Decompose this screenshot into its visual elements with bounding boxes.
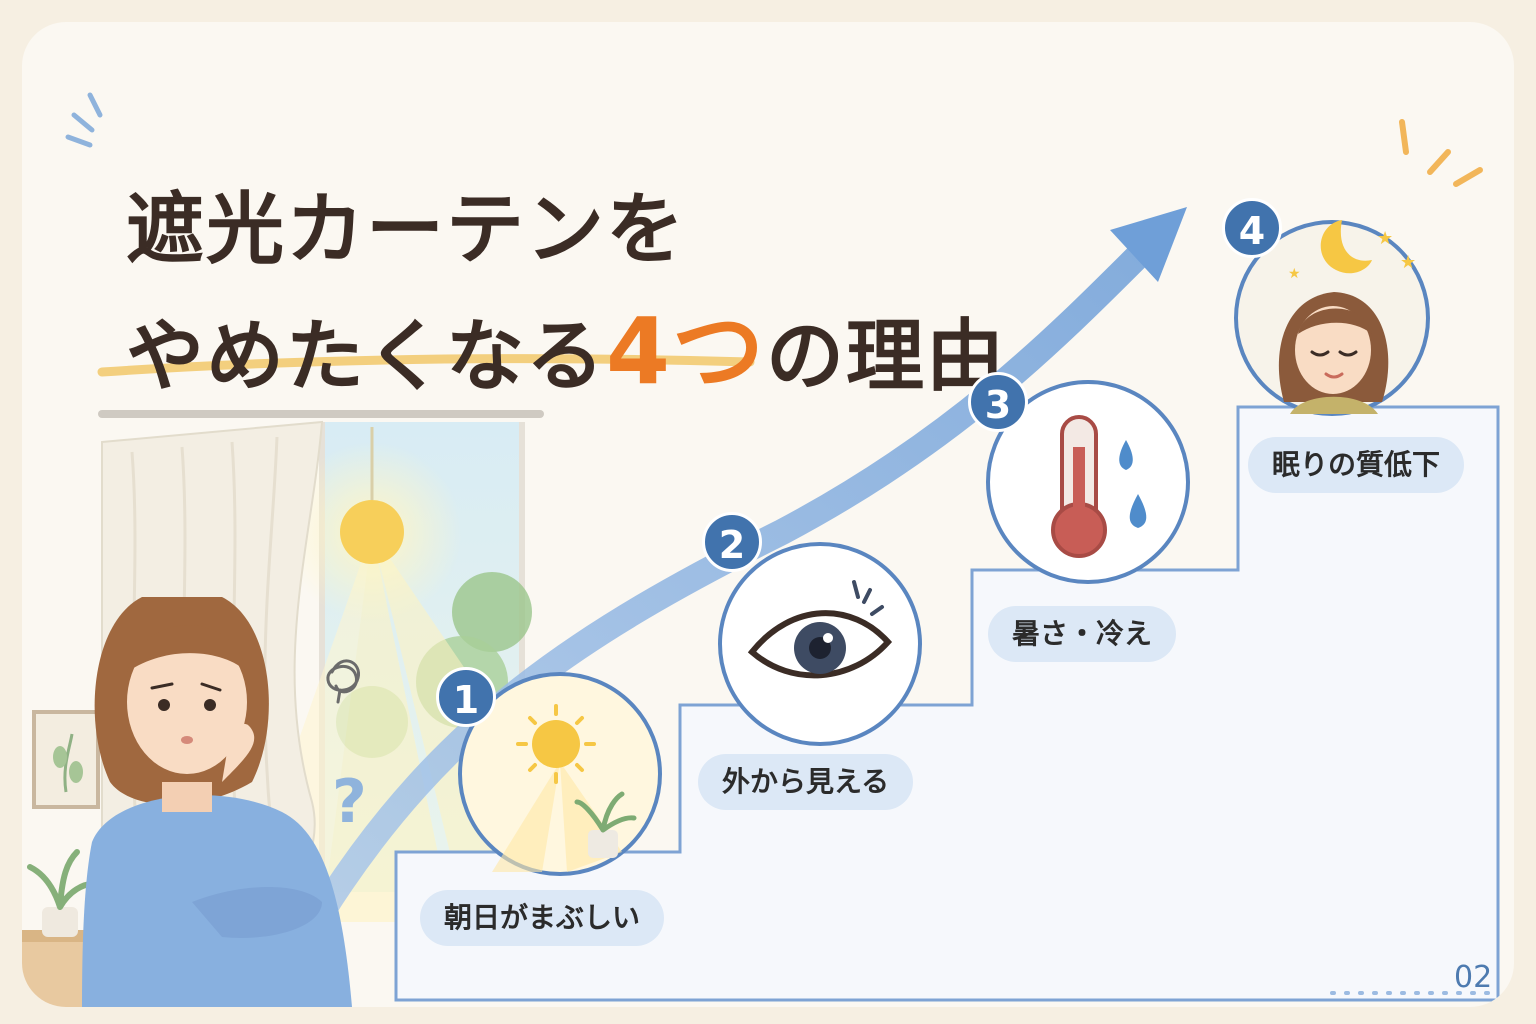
title-suffix: の理由	[766, 312, 1007, 402]
svg-text:★: ★	[1377, 228, 1393, 249]
page-title-line-1: 遮光カーテンを	[126, 185, 687, 275]
step-1-number-badge: 1	[436, 667, 496, 727]
page-number: 02	[1454, 960, 1493, 995]
water-drop-icon	[1119, 440, 1133, 470]
wall-picture-icon	[32, 710, 100, 809]
step-4-label: 眠りの質低下	[1248, 437, 1465, 493]
step-1-image	[458, 672, 662, 876]
sun-icon	[532, 720, 580, 768]
moon-icon	[1320, 220, 1372, 274]
step-3-image	[986, 380, 1190, 584]
step-4-image: ★ ★ ★	[1234, 220, 1430, 416]
illustration-layer: ?	[22, 92, 1500, 1007]
page-title-line-2: やめたくなる4つの理由	[126, 277, 1006, 410]
window-sun-icon	[340, 500, 404, 564]
title-accent: 4つ	[606, 298, 767, 405]
step-1-label: 朝日がまぶしい	[420, 890, 665, 946]
question-mark-icon: ?	[332, 767, 367, 837]
svg-text:★: ★	[1400, 252, 1416, 273]
svg-text:★: ★	[1288, 266, 1301, 282]
arrow-head-icon	[1110, 207, 1187, 282]
step-3-number-badge: 3	[968, 372, 1028, 432]
step-2-label: 外から見える	[698, 754, 914, 810]
sparkle-left-icon	[65, 92, 103, 148]
confused-scribble-icon	[326, 659, 360, 704]
title-underline	[97, 354, 755, 377]
title-prefix: やめたくなる	[126, 312, 607, 402]
step-2-number-badge: 2	[702, 512, 762, 572]
step-3-label: 暑さ・冷え	[988, 606, 1177, 662]
step-4-number-badge: 4	[1222, 198, 1282, 258]
slide-card: ?	[22, 22, 1514, 1007]
step-2-image	[718, 542, 922, 746]
sparkle-right-icon	[1399, 119, 1483, 187]
thinking-woman-illustration	[82, 597, 352, 1007]
rising-arrow	[309, 239, 1155, 925]
